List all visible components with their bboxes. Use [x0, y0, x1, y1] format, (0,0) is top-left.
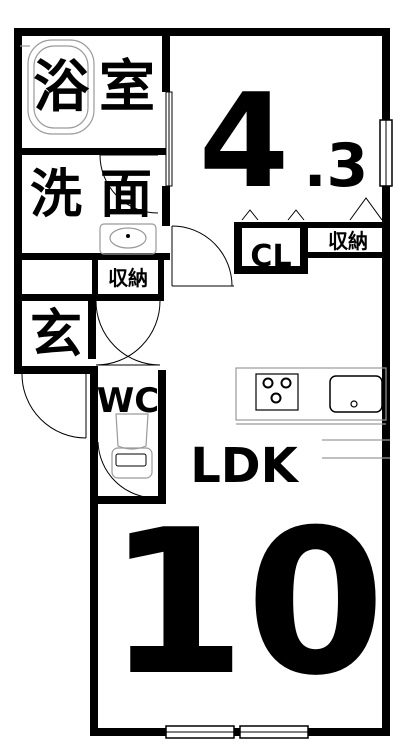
stove-burner-icon [262, 377, 274, 389]
wash-basin-fixture [99, 223, 157, 255]
wash-label-char-1: 洗 [30, 165, 82, 225]
stove-burner-icon [270, 392, 282, 404]
toilet-fixture [111, 413, 153, 479]
bathtub-fixture [20, 39, 95, 135]
closet-hanger-marks [241, 197, 383, 221]
storage-bedroom-label: 収納 [328, 229, 368, 253]
windows [165, 91, 393, 739]
interior-walls [14, 28, 390, 504]
closet-label: CL [250, 239, 291, 274]
stove-burner-icon [280, 377, 292, 389]
toilet-label: WC [97, 381, 159, 421]
sink-icon [329, 375, 383, 413]
ldk-size: 10 [107, 487, 385, 720]
bath-label-char-2: 室 [99, 55, 155, 120]
bedroom-size-int: 4 [199, 65, 289, 217]
room-labels: 浴 室 洗 面 収納 玄 WC 4 .3 CL 収納 LDK 10 [30, 55, 385, 720]
wash-label-char-2: 面 [100, 165, 152, 225]
ldk-label: LDK [190, 438, 299, 494]
kitchen-counter [235, 367, 390, 459]
bath-label-char-1: 浴 [33, 55, 90, 120]
storage-small-label: 収納 [108, 266, 148, 290]
doors [21, 154, 234, 499]
entrance-label: 玄 [30, 305, 82, 365]
bedroom-size-dec: .3 [304, 131, 369, 201]
